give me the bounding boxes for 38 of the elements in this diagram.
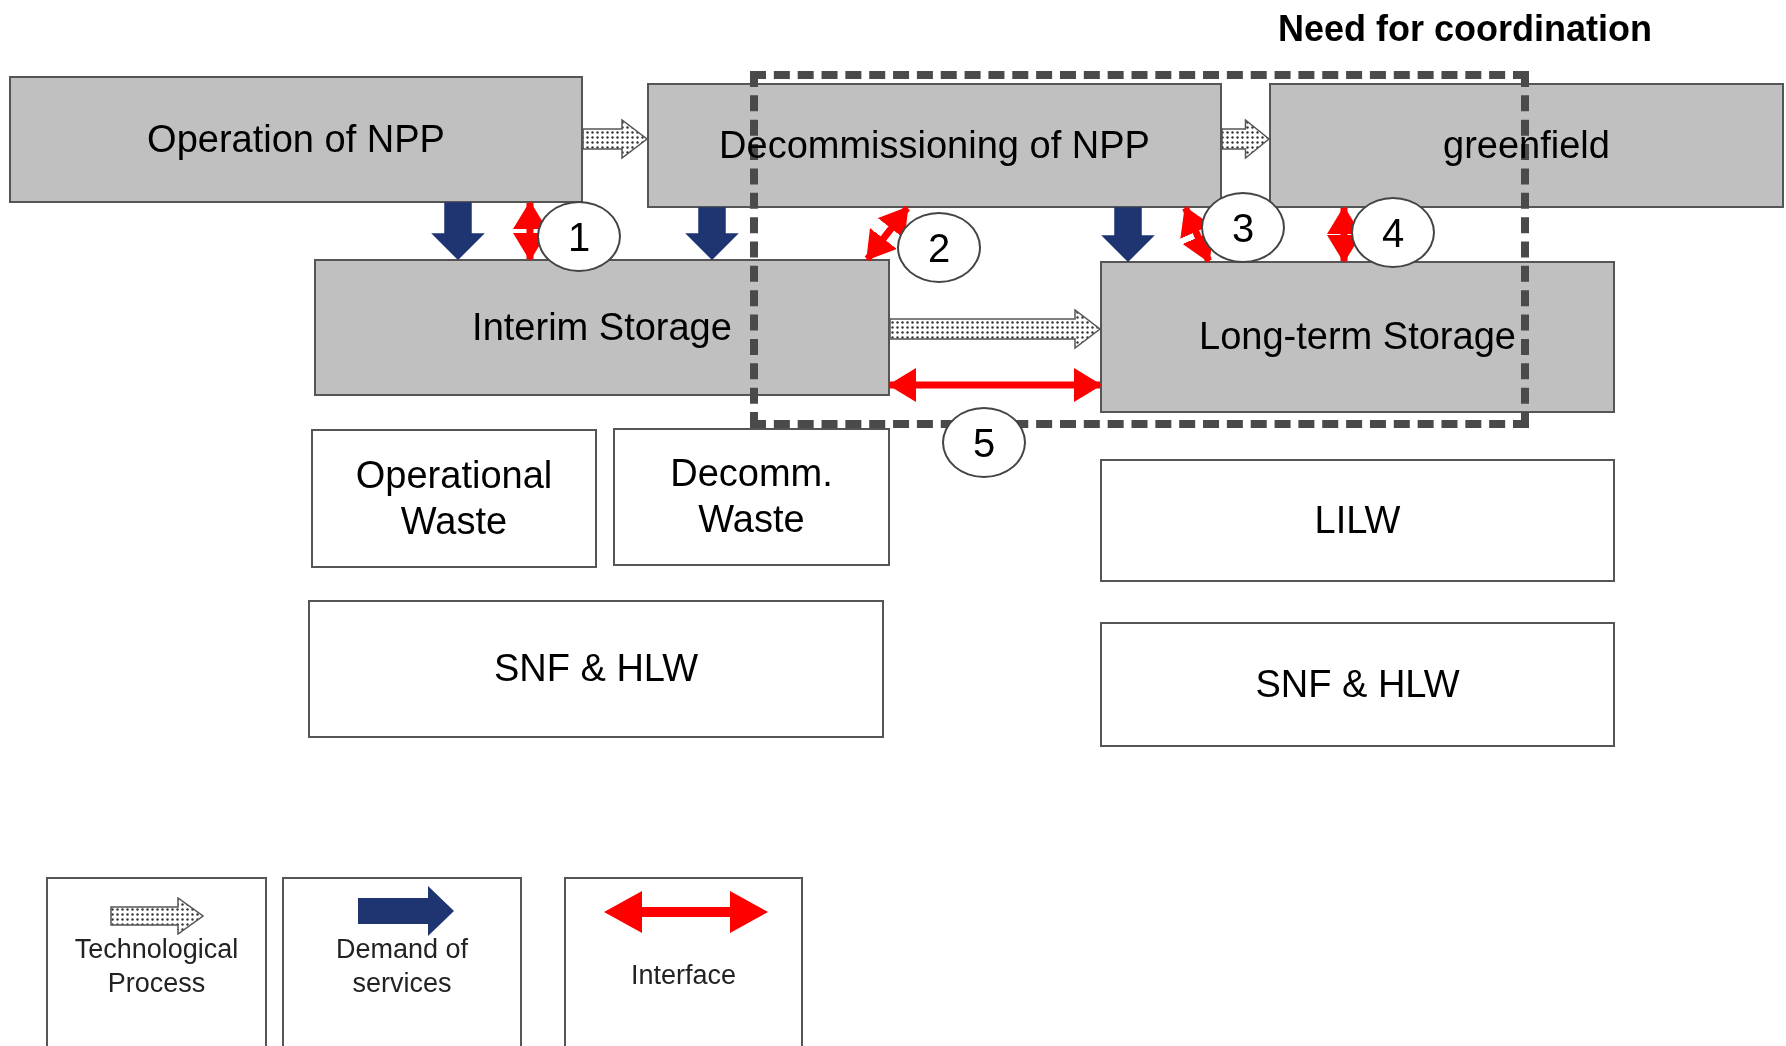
node-label: Decomm. Waste bbox=[669, 451, 834, 542]
process-box bbox=[9, 76, 583, 203]
process-arrow bbox=[889, 308, 1102, 350]
node-label: Interim Storage bbox=[471, 304, 733, 350]
node-label: 1 bbox=[567, 213, 591, 261]
node-label: Operation of NPP bbox=[146, 116, 446, 162]
legend-text: Demand of services bbox=[334, 933, 470, 1000]
interface-arrow bbox=[888, 368, 1102, 402]
demand-arrow bbox=[1101, 207, 1155, 263]
node-label: 2 bbox=[927, 224, 951, 272]
process-box bbox=[647, 83, 1222, 208]
demand-arrow bbox=[685, 207, 739, 261]
process-arrow bbox=[1221, 118, 1271, 160]
node-label: Operational Waste bbox=[354, 452, 554, 544]
waste-box bbox=[308, 600, 884, 738]
storage-box bbox=[1100, 261, 1615, 413]
node-label: greenfield bbox=[1442, 122, 1611, 168]
node-label: 4 bbox=[1381, 209, 1405, 257]
node-label: SNF & HLW bbox=[492, 646, 700, 692]
node-label: 3 bbox=[1231, 204, 1255, 252]
node-label: Long-term Storage bbox=[1198, 314, 1517, 360]
waste-box bbox=[613, 428, 890, 566]
waste-box bbox=[1100, 622, 1615, 747]
interface-arrow bbox=[864, 205, 910, 262]
waste-box bbox=[1100, 459, 1615, 582]
node-label: Decommissioning of NPP bbox=[718, 122, 1151, 168]
process-box bbox=[1269, 83, 1784, 208]
process-arrow bbox=[582, 118, 649, 160]
waste-box bbox=[311, 429, 597, 568]
node-label: LILW bbox=[1313, 497, 1402, 543]
node-label: 5 bbox=[972, 419, 996, 467]
legend-text: Interface bbox=[629, 959, 738, 992]
node-label: SNF & HLW bbox=[1254, 661, 1461, 707]
demand-arrow bbox=[431, 202, 485, 261]
region-heading: Need for coordination bbox=[1278, 7, 1652, 51]
storage-box bbox=[314, 259, 890, 396]
interface-arrow bbox=[1180, 206, 1214, 263]
legend-text: Technological Process bbox=[73, 933, 240, 1000]
